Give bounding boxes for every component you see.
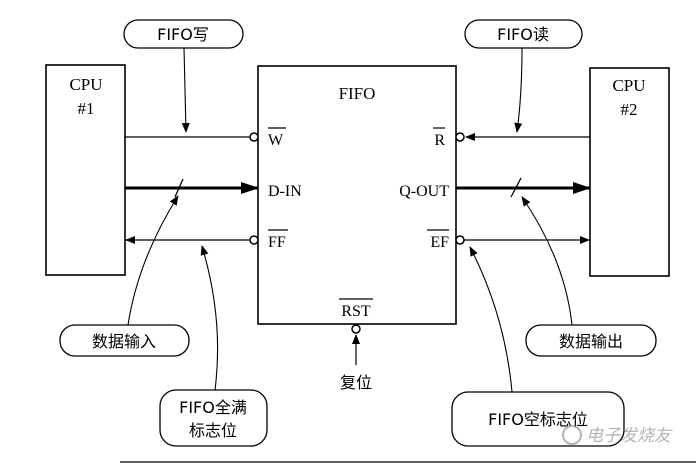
- callout-fifo-write: FIFO写: [123, 19, 244, 133]
- callout-fifo-read-pointer: [514, 47, 523, 133]
- pin-ef-bubble: [455, 235, 465, 245]
- pin-ef-label: EF: [430, 234, 449, 251]
- callout-data-out-pointer: [521, 196, 573, 326]
- pin-ff-label: FF: [268, 234, 286, 251]
- cpu1-block: CPU #1: [45, 64, 126, 276]
- pin-r-bubble: [455, 132, 465, 142]
- callout-fifo-write-text: FIFO写: [157, 25, 209, 44]
- callout-data-out-bubble: [525, 324, 657, 357]
- callout-data-out: 数据输出: [521, 196, 657, 357]
- pin-w-label: W: [268, 132, 284, 149]
- fifo-title: FIFO: [339, 84, 376, 103]
- pin-rst-bubble: [351, 324, 361, 334]
- pin-qout-label: Q-OUT: [399, 183, 449, 200]
- pin-w-bubble: [249, 132, 259, 142]
- callout-data-in-text: 数据输入: [92, 332, 156, 351]
- pin-ff-bubble: [249, 235, 259, 245]
- callout-data-in-pointer: [127, 195, 179, 326]
- callout-empty-flag-text: FIFO空标志位: [488, 410, 588, 429]
- watermark-logo-icon: [562, 425, 582, 445]
- pin-r-label: R: [434, 132, 445, 149]
- cpu1-label-line1: CPU: [69, 75, 102, 94]
- data-in-bus-slash: [174, 178, 184, 198]
- callout-data-in-bubble: [59, 324, 190, 357]
- callout-full-flag-text-line1: FIFO全满: [179, 398, 247, 417]
- cpu1-box: [45, 64, 126, 276]
- callout-full-flag: FIFO全满 标志位: [159, 245, 268, 447]
- cpu2-block: CPU #2: [589, 67, 670, 277]
- watermark: 电子发烧友: [562, 425, 673, 446]
- fifo-box: [257, 65, 457, 325]
- callout-full-flag-text-line2: 标志位: [189, 421, 237, 440]
- cpu1-label-line2: #1: [78, 99, 95, 118]
- cpu2-box: [589, 67, 670, 277]
- callout-data-in: 数据输入: [59, 195, 190, 357]
- cpu2-label-line2: #2: [621, 100, 638, 119]
- reset-label: 复位: [340, 373, 372, 392]
- cpu2-label-line1: CPU: [612, 76, 645, 95]
- callout-fifo-read: FIFO读: [464, 19, 583, 133]
- callout-full-flag-pointer: [200, 245, 219, 391]
- fifo-block: FIFO W D-IN FF R Q-OUT EF RST: [257, 65, 457, 325]
- callout-fifo-read-text: FIFO读: [497, 25, 549, 44]
- callout-fifo-read-bubble: [464, 19, 583, 49]
- pin-rst-label: RST: [341, 303, 371, 320]
- pin-din-label: D-IN: [268, 183, 302, 200]
- watermark-text: 电子发烧友: [586, 426, 673, 446]
- data-out-bus-slash: [510, 177, 522, 198]
- callout-fifo-write-pointer: [181, 47, 190, 133]
- callout-data-out-text: 数据输出: [559, 332, 623, 351]
- callout-full-flag-bubble: [159, 389, 268, 447]
- callout-empty-flag-pointer: [469, 246, 513, 393]
- callout-fifo-write-bubble: [123, 19, 244, 49]
